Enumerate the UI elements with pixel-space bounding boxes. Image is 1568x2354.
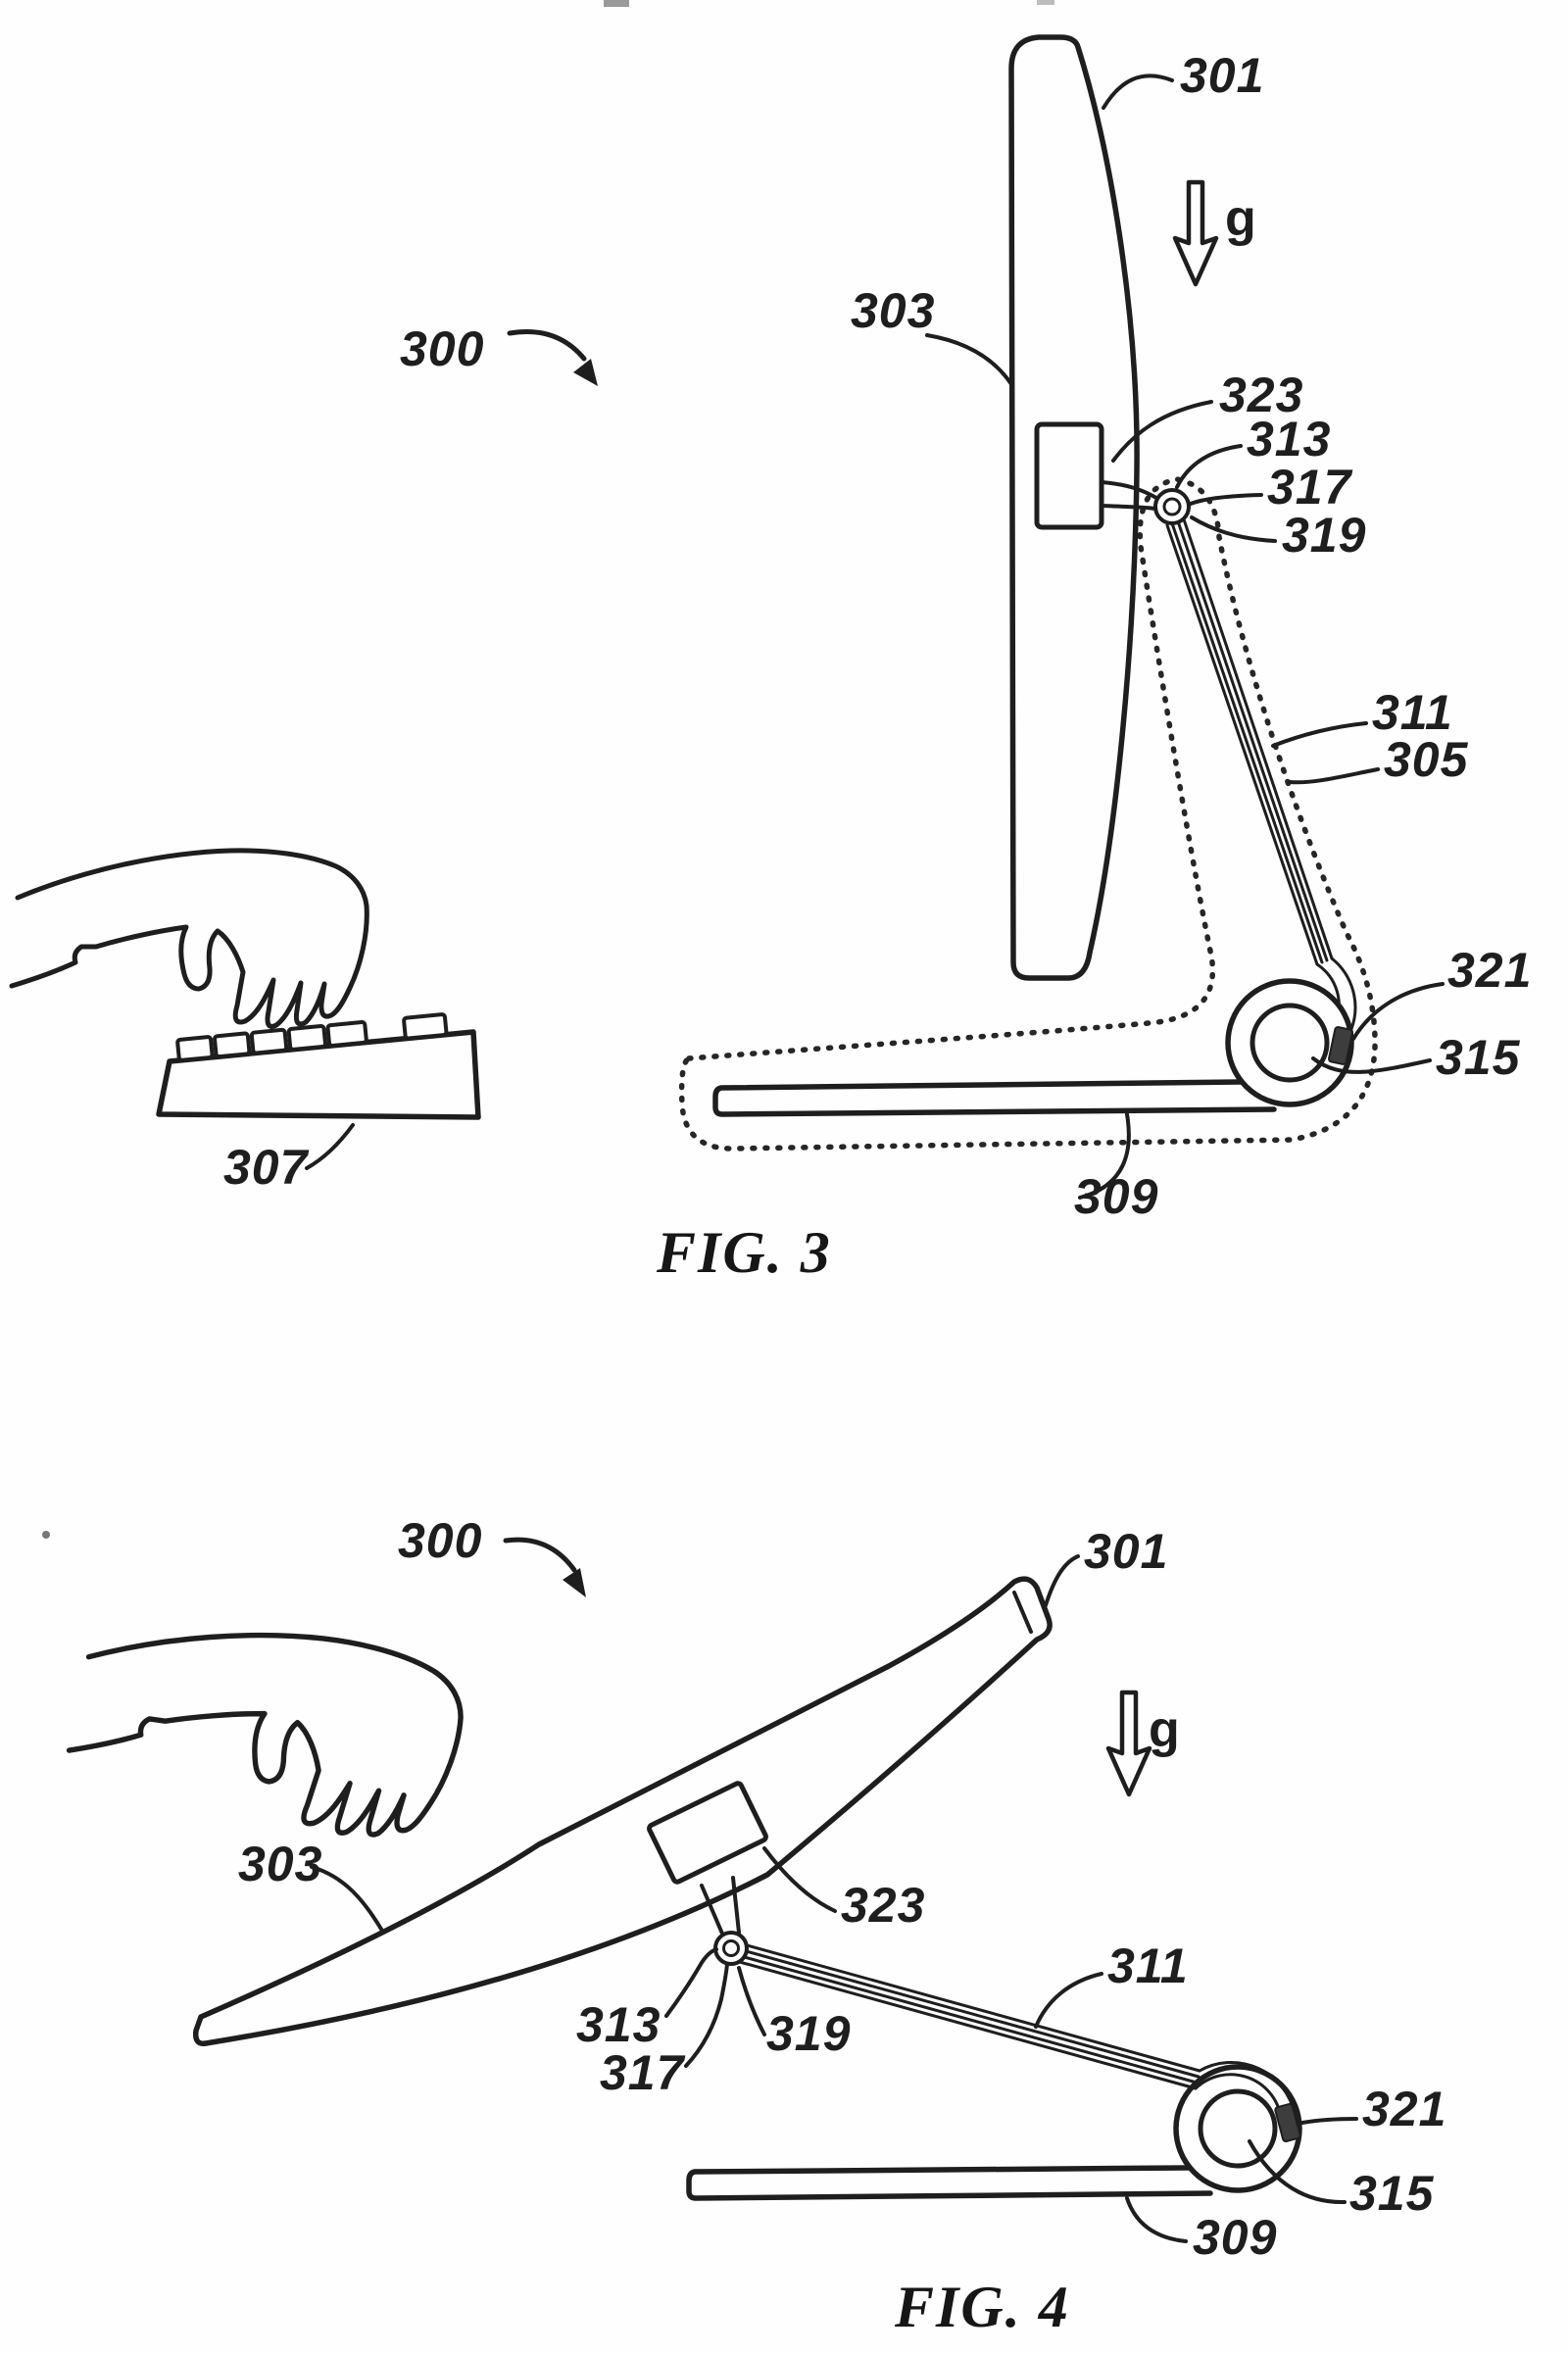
leader-311 xyxy=(1271,721,1368,748)
ref-301: 301 xyxy=(1180,48,1264,103)
stand-dotted-outline xyxy=(678,476,1378,1152)
assembly-pointer xyxy=(503,1537,577,1573)
ref-319: 319 xyxy=(766,2006,851,2061)
typing-hand xyxy=(12,851,367,1027)
ref-303: 303 xyxy=(851,283,935,338)
leader-301 xyxy=(1044,1554,1080,1607)
mount-bracket xyxy=(1034,421,1104,530)
key xyxy=(249,1027,289,1055)
base-plate xyxy=(712,1079,1277,1117)
ref-300: 300 xyxy=(400,321,484,376)
leader-307 xyxy=(305,1123,355,1170)
panel-end-edge xyxy=(1012,1591,1033,1634)
ref-309: 309 xyxy=(1193,2210,1277,2265)
scan-artifact xyxy=(42,1531,50,1539)
touching-hand xyxy=(63,1605,468,1846)
roller-outer xyxy=(1225,978,1354,1107)
clamp-element xyxy=(1328,1026,1353,1065)
ref-313: 313 xyxy=(576,1997,661,2052)
hinge-pin xyxy=(722,1939,740,1957)
gravity-label: g xyxy=(1225,190,1256,247)
leader-319 xyxy=(1190,515,1277,543)
assembly-pointer-head xyxy=(563,1568,586,1597)
ref-321: 321 xyxy=(1447,943,1532,998)
gravity-arrow xyxy=(1175,182,1216,284)
leader-315 xyxy=(1311,1056,1432,1074)
ref-319: 319 xyxy=(1282,508,1366,563)
base-plate xyxy=(686,2165,1213,2201)
clamp-element xyxy=(1274,2102,1301,2143)
hinge-pin xyxy=(1162,497,1182,516)
ref-313: 313 xyxy=(1247,412,1331,466)
roller-outer xyxy=(1173,2064,1302,2193)
gravity-arrow xyxy=(1108,1692,1150,1794)
key xyxy=(402,1012,449,1041)
leader-323 xyxy=(762,1846,837,1913)
display-panel xyxy=(192,1576,1053,2046)
leader-301 xyxy=(1102,74,1174,110)
support-strut xyxy=(1165,517,1334,966)
leader-305 xyxy=(1288,767,1380,785)
figure-3-caption: FIG. 3 xyxy=(656,1220,832,1285)
ref-321: 321 xyxy=(1362,2082,1446,2136)
leader-303 xyxy=(310,1865,384,1933)
scan-artifact xyxy=(1037,0,1054,5)
gravity-label: g xyxy=(1149,1701,1180,1758)
ref-315: 315 xyxy=(1436,1030,1521,1085)
leader-317 xyxy=(1189,493,1263,506)
strut-wrap-arc xyxy=(1194,2061,1297,2119)
ref-311: 311 xyxy=(1372,685,1453,740)
ref-305: 305 xyxy=(1384,732,1469,787)
roller-inner xyxy=(1198,2088,1278,2169)
key xyxy=(325,1020,368,1049)
ref-311: 311 xyxy=(1107,1938,1189,1993)
leader-303 xyxy=(925,333,1013,386)
leader-309 xyxy=(1125,2196,1188,2243)
keyboard-keys xyxy=(175,1012,449,1062)
keyboard-body xyxy=(156,1029,481,1120)
leader-313 xyxy=(664,1947,718,2018)
leader-321 xyxy=(1300,2117,1358,2125)
ref-307: 307 xyxy=(223,1140,310,1195)
scan-artifact xyxy=(604,0,629,7)
ref-315: 315 xyxy=(1349,2166,1435,2221)
leader-315 xyxy=(1248,2139,1347,2205)
figure-4: g 300 301 303 323 313 317 319 311 321 31… xyxy=(63,1513,1446,2339)
assembly-pointer xyxy=(507,328,587,362)
leader-309 xyxy=(1078,1112,1131,1200)
bracket-stem xyxy=(1100,480,1158,511)
figure-3: g 300 301 303 323 313 317 319 311 305 32… xyxy=(12,34,1532,1285)
support-strut xyxy=(727,1939,1201,2090)
key xyxy=(286,1024,327,1052)
key xyxy=(175,1035,215,1062)
ref-300: 300 xyxy=(398,1513,482,1568)
bracket-stem xyxy=(700,1876,741,1936)
leader-317 xyxy=(684,1962,729,2068)
leader-313 xyxy=(1175,444,1243,489)
leader-321 xyxy=(1351,982,1445,1041)
key xyxy=(213,1031,252,1059)
leader-323 xyxy=(1111,400,1213,463)
ref-301: 301 xyxy=(1084,1524,1168,1579)
ref-309: 309 xyxy=(1074,1169,1158,1224)
hinge-joint xyxy=(713,1931,749,1966)
figure-4-caption: FIG. 4 xyxy=(894,2275,1070,2339)
hinge-joint xyxy=(1153,488,1191,525)
leader-319 xyxy=(737,1966,766,2036)
ref-323: 323 xyxy=(1219,368,1303,422)
ref-303: 303 xyxy=(238,1837,322,1891)
ref-317: 317 xyxy=(1267,460,1353,515)
ref-317: 317 xyxy=(600,2045,686,2100)
mount-bracket xyxy=(647,1781,768,1885)
leader-311 xyxy=(1034,1972,1103,2029)
roller-inner xyxy=(1250,1003,1330,1083)
ref-323: 323 xyxy=(841,1878,925,1933)
assembly-pointer-head xyxy=(573,359,598,386)
